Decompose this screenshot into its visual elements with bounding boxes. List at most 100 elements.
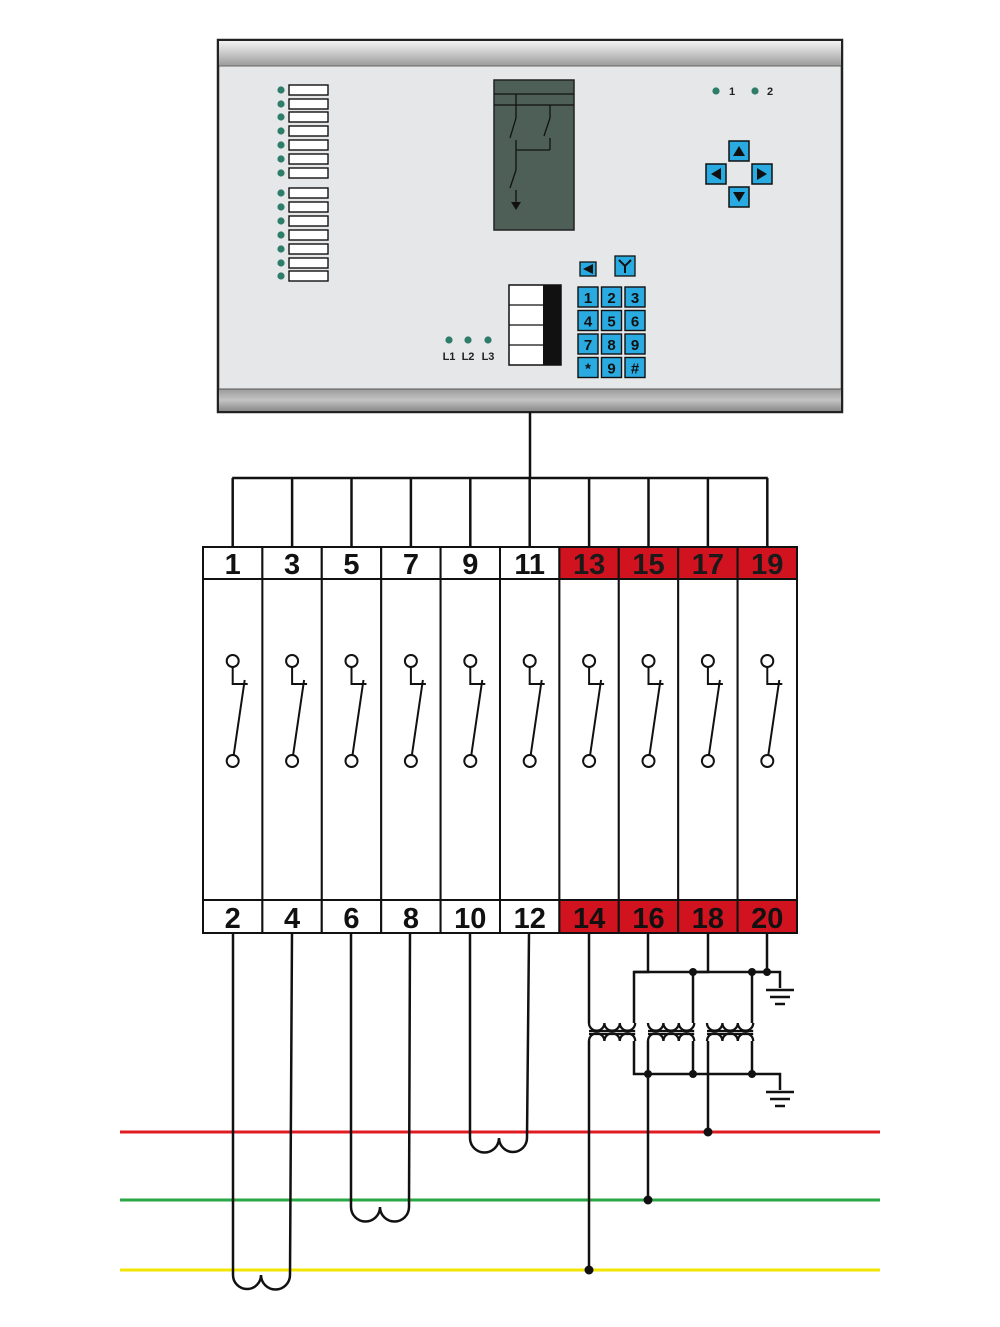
vt-coils bbox=[587, 1022, 755, 1042]
keypad-key-label: 7 bbox=[584, 337, 592, 354]
phase-led bbox=[464, 336, 472, 344]
keypad-key[interactable]: 6 bbox=[624, 309, 646, 332]
terminal-number-top: 13 bbox=[573, 549, 605, 581]
terminal-3-4[interactable]: 34 bbox=[261, 546, 323, 935]
keypad-key[interactable]: 5 bbox=[600, 309, 623, 332]
switch-contact-icon bbox=[641, 654, 664, 768]
enter-icon[interactable] bbox=[614, 255, 636, 277]
keypad-key[interactable]: # bbox=[624, 356, 646, 379]
terminal-number-bottom: 6 bbox=[343, 903, 359, 935]
terminal-number-bottom: 2 bbox=[225, 903, 241, 935]
keypad-key-label: 6 bbox=[631, 314, 639, 331]
led-indicator bbox=[277, 86, 285, 94]
phase-led-label: L1 bbox=[443, 351, 456, 363]
terminal-number-bottom: 18 bbox=[692, 903, 724, 935]
transformer-icon bbox=[587, 1022, 637, 1042]
led-indicator bbox=[277, 245, 285, 253]
terminal-number-bottom: 8 bbox=[403, 903, 419, 935]
terminal-9-10[interactable]: 910 bbox=[439, 546, 502, 935]
led-label-strip bbox=[288, 201, 329, 213]
led-label-strip bbox=[288, 98, 329, 110]
switch-contact-icon bbox=[700, 654, 723, 768]
led-label-strip bbox=[288, 187, 329, 199]
terminal-1-2[interactable]: 12 bbox=[202, 546, 264, 935]
led-label-strip bbox=[288, 229, 329, 241]
escape-icon[interactable] bbox=[579, 261, 597, 277]
keypad-key[interactable]: * bbox=[577, 356, 599, 379]
led-indicator bbox=[277, 141, 285, 149]
keypad-key[interactable]: 9 bbox=[600, 356, 623, 379]
switch-contact-icon bbox=[285, 654, 308, 768]
led-indicator bbox=[277, 100, 285, 108]
current-loop-2-4 bbox=[231, 932, 294, 1291]
switch-contact-icon bbox=[463, 654, 486, 768]
keypad-key-label: 5 bbox=[607, 314, 615, 331]
terminal-number-bottom: 20 bbox=[751, 903, 783, 935]
keypad-key[interactable]: 2 bbox=[600, 286, 623, 308]
keypad-key[interactable]: 4 bbox=[577, 309, 599, 332]
led-indicator bbox=[277, 259, 285, 267]
arrow-down-icon[interactable] bbox=[728, 186, 750, 208]
led-indicator bbox=[277, 169, 285, 177]
switch-contact-icon bbox=[522, 654, 545, 768]
keypad-key[interactable]: 8 bbox=[600, 333, 623, 355]
status-led-label: 2 bbox=[767, 86, 773, 98]
keypad-key-label: 3 bbox=[631, 290, 639, 307]
terminal-number-bottom: 10 bbox=[454, 903, 486, 935]
led-indicator bbox=[277, 127, 285, 135]
phase-led bbox=[484, 336, 492, 344]
led-label-strip bbox=[288, 270, 329, 282]
led-indicator-column bbox=[277, 84, 329, 282]
arrow-right-icon[interactable] bbox=[751, 163, 773, 185]
terminal-number-top: 1 bbox=[225, 549, 241, 581]
terminal-number-top: 17 bbox=[692, 549, 724, 581]
led-indicator bbox=[277, 189, 285, 197]
navigation-pad bbox=[705, 140, 773, 208]
keypad-key[interactable]: 9 bbox=[624, 333, 646, 355]
terminal-7-8[interactable]: 78 bbox=[380, 546, 442, 935]
led-label-strip bbox=[288, 243, 329, 255]
switch-contact-icon bbox=[582, 654, 605, 768]
led-indicator bbox=[277, 231, 285, 239]
led-label-strip bbox=[288, 167, 329, 179]
led-label-strip bbox=[288, 125, 329, 137]
relay-top-bar bbox=[219, 41, 841, 66]
led-indicator bbox=[277, 203, 285, 211]
current-loop-6-8 bbox=[349, 932, 412, 1223]
arrow-up-icon[interactable] bbox=[728, 140, 750, 162]
contact-bus bbox=[231, 476, 769, 547]
terminal-number-bottom: 16 bbox=[632, 903, 664, 935]
arrow-left-icon[interactable] bbox=[705, 163, 727, 185]
ground-icon bbox=[766, 988, 794, 1006]
keypad-key-label: 9 bbox=[631, 337, 639, 354]
status-leds: 1 2 bbox=[712, 86, 773, 98]
led-indicator bbox=[277, 272, 285, 280]
transformer-icon bbox=[705, 1022, 755, 1042]
keypad-key[interactable]: 3 bbox=[624, 286, 646, 308]
keypad-key-label: 1 bbox=[584, 290, 592, 307]
led-label-strip bbox=[288, 139, 329, 151]
junction-dots bbox=[584, 968, 771, 1275]
keypad-key[interactable]: 7 bbox=[577, 333, 599, 355]
terminal-5-6[interactable]: 56 bbox=[320, 546, 383, 935]
status-led-1 bbox=[712, 87, 720, 95]
keypad-key-label: * bbox=[585, 361, 591, 378]
label-card-holder bbox=[508, 284, 562, 366]
switch-contact-icon bbox=[344, 654, 367, 768]
terminal-number-top: 19 bbox=[751, 549, 783, 581]
keypad-key-label: 9 bbox=[607, 361, 615, 378]
phase-led-label: L3 bbox=[482, 351, 495, 363]
wiring-below bbox=[120, 932, 880, 1291]
voltage-transformers bbox=[587, 933, 782, 1270]
led-label-strip bbox=[288, 111, 329, 123]
keypad-key[interactable]: 1 bbox=[577, 286, 599, 308]
protection-relay: 1 2 bbox=[216, 38, 844, 414]
